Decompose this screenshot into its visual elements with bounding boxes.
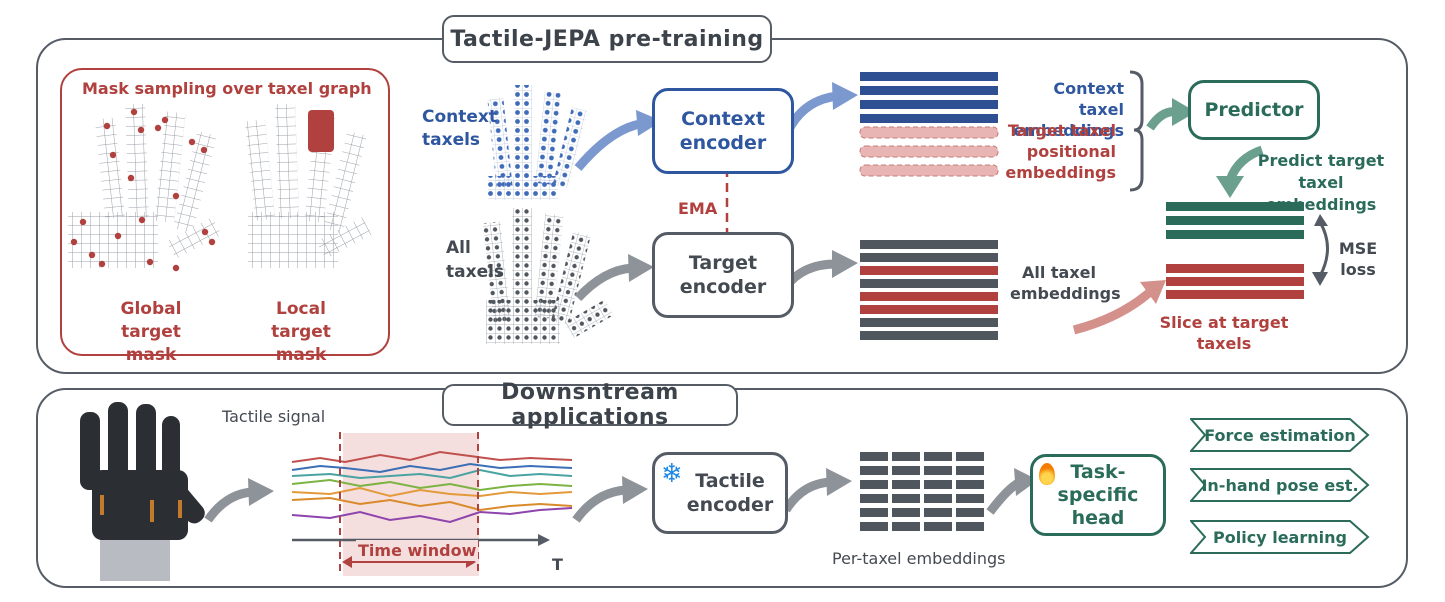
task-head-box: Task- specific head	[1030, 454, 1166, 536]
all-taxels-label: All taxels	[446, 238, 505, 282]
context-embeddings-label: Context taxel embeddings	[1013, 79, 1124, 140]
global-mask-label: Global target mask	[120, 299, 182, 365]
context-embedding-bars	[859, 72, 999, 177]
task-head-label: Task- specific head	[1057, 460, 1139, 529]
predictor-box: Predictor	[1188, 80, 1320, 140]
robot-hand-image	[80, 402, 205, 581]
mask-sampling-title: Mask sampling over taxel graph	[82, 79, 372, 98]
pretraining-title: Tactile-JEPA pre-training	[442, 15, 772, 63]
snowflake-icon: ❄	[661, 459, 683, 489]
target-encoder-box: Target encoder	[652, 232, 794, 318]
tactile-signal-label: Tactile signal	[222, 407, 326, 426]
tactile-encoder-label: Tactile encoder	[686, 470, 774, 516]
task-policy-label: Policy learning	[1213, 527, 1347, 547]
all-embeddings-label: All taxel embeddings	[1010, 263, 1121, 303]
slice-target-label: Slice at target taxels	[1159, 313, 1289, 353]
downstream-title: Downsntream applications	[442, 380, 738, 430]
local-mask-label: Local target mask	[271, 299, 331, 365]
time-window-label: Time window	[356, 540, 479, 561]
per-taxel-embedding-grid	[860, 452, 984, 531]
all-embedding-bars	[860, 240, 998, 340]
hand-graph-context	[487, 85, 588, 200]
task-force-estimation: Force estimation	[1190, 418, 1370, 452]
task-policy-learning: Policy learning	[1190, 520, 1370, 554]
ema-label: EMA	[678, 199, 718, 218]
hand-graph-all	[482, 208, 614, 344]
mask-sampling-box	[60, 68, 390, 356]
time-axis-label: T	[552, 555, 563, 574]
predicted-embedding-bars	[1166, 202, 1304, 239]
target-positional-embeddings-label: Target taxel positional embeddings	[1005, 121, 1116, 182]
sliced-embedding-bars	[1166, 264, 1304, 299]
predict-target-label: Predict target taxel embeddings	[1257, 151, 1385, 214]
task-force-label: Force estimation	[1204, 425, 1356, 445]
mse-loss-label: MSE loss	[1338, 239, 1378, 279]
tactile-encoder-box: ❄ Tactile encoder	[652, 452, 788, 534]
task-pose-label: In-hand pose est.	[1201, 475, 1359, 495]
context-taxels-label: Context taxels	[422, 107, 498, 150]
task-in-hand-pose: In-hand pose est.	[1190, 468, 1370, 502]
context-encoder-box: Context encoder	[652, 88, 794, 174]
hand-graph-local	[244, 103, 372, 268]
hand-graph-global	[68, 103, 222, 272]
flame-icon	[1039, 463, 1055, 485]
per-taxel-label: Per-taxel embeddings	[832, 549, 1006, 568]
